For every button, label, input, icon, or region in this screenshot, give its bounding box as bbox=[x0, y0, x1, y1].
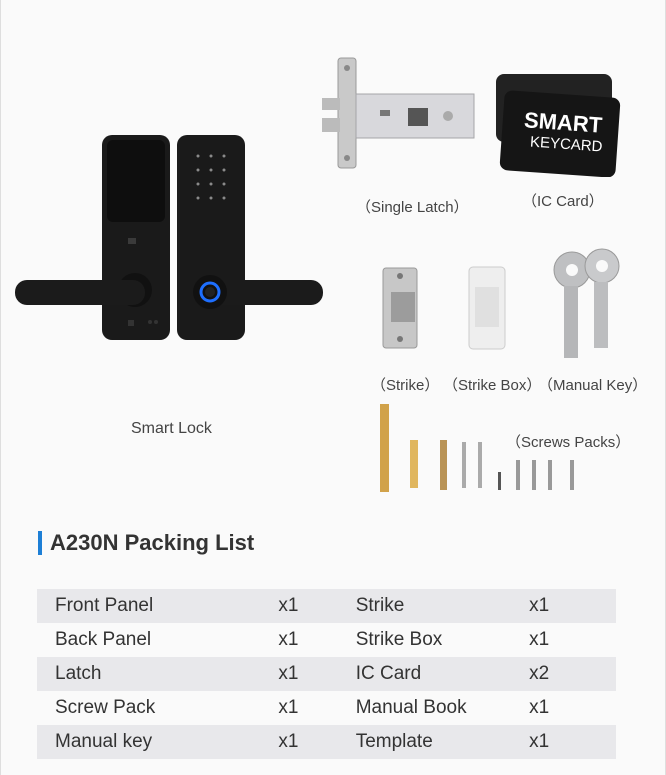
item-qty: x1 bbox=[278, 657, 356, 691]
manual-key-image bbox=[553, 248, 620, 358]
manual-key-label: （Manual Key） bbox=[538, 377, 648, 394]
item-name: Strike Box bbox=[355, 623, 530, 657]
strike-box-image bbox=[468, 266, 506, 350]
ic-card-label: （IC Card） bbox=[522, 193, 604, 210]
item-qty: x1 bbox=[529, 725, 616, 759]
strike-box-label: （Strike Box） bbox=[443, 377, 542, 394]
table-row: Latch x1 IC Card x2 bbox=[37, 657, 616, 691]
screws-image bbox=[380, 404, 574, 492]
packing-list-table: Front Panel x1 Strike x1 Back Panel x1 S… bbox=[37, 589, 616, 759]
title-accent-bar bbox=[38, 531, 42, 555]
item-name: Front Panel bbox=[37, 589, 279, 623]
strike-label: （Strike） bbox=[371, 377, 440, 394]
table-row: Back Panel x1 Strike Box x1 bbox=[37, 623, 616, 657]
single-latch-image bbox=[322, 57, 475, 169]
strike-image bbox=[382, 267, 418, 349]
table-row: Manual key x1 Template x1 bbox=[37, 725, 616, 759]
item-name: IC Card bbox=[355, 657, 530, 691]
table-row: Front Panel x1 Strike x1 bbox=[37, 589, 616, 623]
item-name: Strike bbox=[355, 589, 530, 623]
item-qty: x1 bbox=[278, 623, 356, 657]
item-qty: x1 bbox=[278, 589, 356, 623]
item-qty: x2 bbox=[529, 657, 616, 691]
ic-card-image bbox=[496, 74, 621, 177]
packing-list-title: A230N Packing List bbox=[38, 530, 254, 556]
item-qty: x1 bbox=[278, 691, 356, 725]
item-name: Manual Book bbox=[355, 691, 530, 725]
packing-list-title-text: A230N Packing List bbox=[50, 530, 255, 555]
item-name: Manual key bbox=[37, 725, 279, 759]
smart-lock-image bbox=[15, 135, 323, 340]
table-row: Screw Pack x1 Manual Book x1 bbox=[37, 691, 616, 725]
single-latch-label: （Single Latch） bbox=[356, 199, 469, 216]
item-qty: x1 bbox=[529, 623, 616, 657]
item-name: Screw Pack bbox=[37, 691, 279, 725]
screws-packs-label: （Screws Packs） bbox=[506, 434, 631, 451]
item-qty: x1 bbox=[278, 725, 356, 759]
item-name: Latch bbox=[37, 657, 279, 691]
item-name: Back Panel bbox=[37, 623, 279, 657]
item-qty: x1 bbox=[529, 691, 616, 725]
smart-lock-label: Smart Lock bbox=[131, 420, 212, 437]
item-name: Template bbox=[355, 725, 530, 759]
item-qty: x1 bbox=[529, 589, 616, 623]
